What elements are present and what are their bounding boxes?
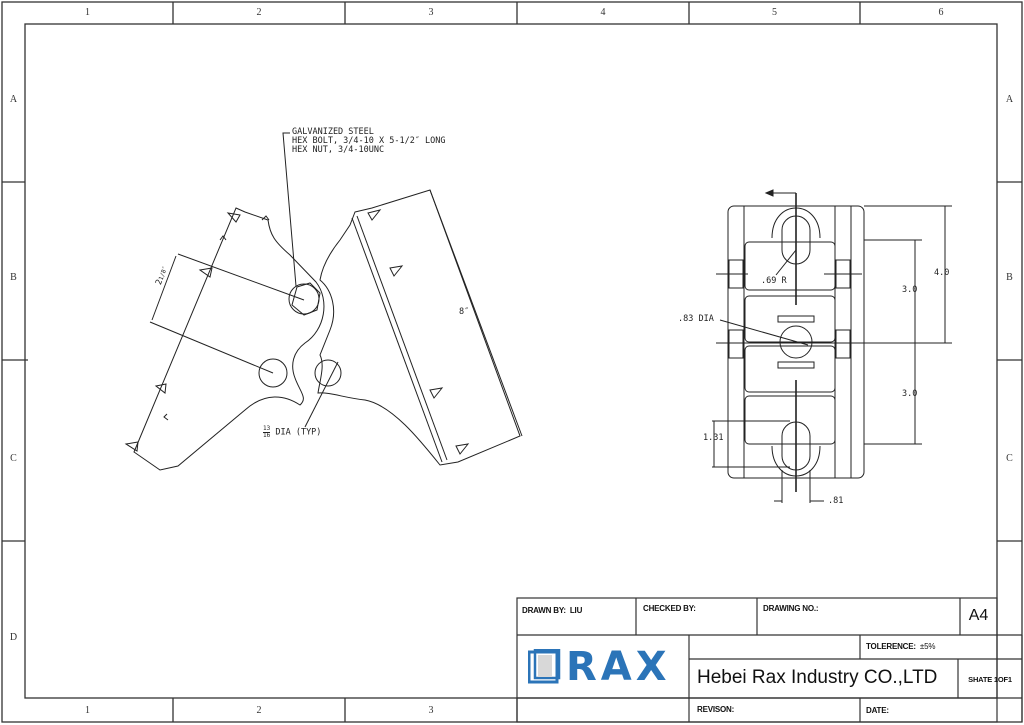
bottom-column-label-1: 1 (85, 705, 90, 716)
bottom-column-label-3: 3 (428, 705, 434, 716)
drawn-by-label: DRAWN BY: (522, 606, 566, 615)
column-label-5: 5 (772, 7, 777, 18)
sheet-size: A4 (968, 607, 989, 624)
checked-by-label: CHECKED BY: (643, 604, 696, 613)
drawn-by-value: LIU (569, 606, 583, 615)
revision-label: REVISON: (697, 705, 735, 714)
row-label-left-d: D (9, 632, 18, 643)
column-label-6: 6 (938, 7, 944, 18)
column-label-3: 3 (428, 7, 434, 18)
dim-hole-dia: 13 16 DIA (TYP) (263, 426, 321, 439)
logo-mark-icon (528, 649, 561, 684)
column-label-1: 1 (85, 7, 90, 18)
drawn-by-field: DRAWN BY: LIU (522, 606, 582, 615)
tolerance-value: ±5% (919, 642, 936, 651)
row-label-right-a: A (1005, 94, 1014, 105)
material-note-line-3: HEX NUT, 3/4-10UNC (292, 145, 385, 155)
company-name: Hebei Rax Industry CO.,LTD (697, 667, 938, 688)
dim-slot-length: 1.31 (703, 433, 724, 443)
row-label-left-c: C (10, 453, 17, 464)
dim-slot-radius: .69 R (761, 276, 787, 286)
row-label-right-c: C (1006, 453, 1013, 464)
material-note-line-1: GALVANIZED STEEL (292, 127, 374, 137)
tolerance-label: TOLERENCE: (866, 642, 916, 651)
drawing-no-label: DRAWING NO.: (763, 604, 819, 613)
column-label-4: 4 (600, 7, 606, 18)
tolerance-field: TOLERENCE: ±5% (866, 642, 935, 651)
column-label-2: 2 (256, 7, 262, 18)
row-label-left-a: A (9, 94, 18, 105)
dim-plate-length: 8″ (459, 307, 470, 317)
company-logo: RAX (528, 647, 671, 687)
hole-frac-num: 13 (263, 425, 271, 433)
title-block-grid (516, 597, 1023, 723)
bottom-column-label-2: 2 (256, 705, 262, 716)
row-label-left-b: B (10, 272, 17, 283)
sheet-count: SHATE 1OF1 (968, 675, 1012, 684)
hole-frac-den: 16 (263, 432, 271, 439)
dim-center-dia: .83 DIA (678, 314, 714, 324)
dim-upper-pitch: 3.0 (902, 285, 918, 295)
material-note-line-2: HEX BOLT, 3/4-10 X 5-1/2″ LONG (292, 136, 446, 146)
dim-lower-pitch: 3.0 (902, 389, 918, 399)
date-label: DATE: (866, 706, 889, 715)
hole-dia-label: DIA (TYP) (275, 427, 322, 438)
logo-text: RAX (566, 644, 671, 690)
row-label-right-b: B (1006, 272, 1013, 283)
dim-overall-height: 4.0 (934, 268, 950, 278)
dim-slot-width: .81 (828, 496, 844, 506)
